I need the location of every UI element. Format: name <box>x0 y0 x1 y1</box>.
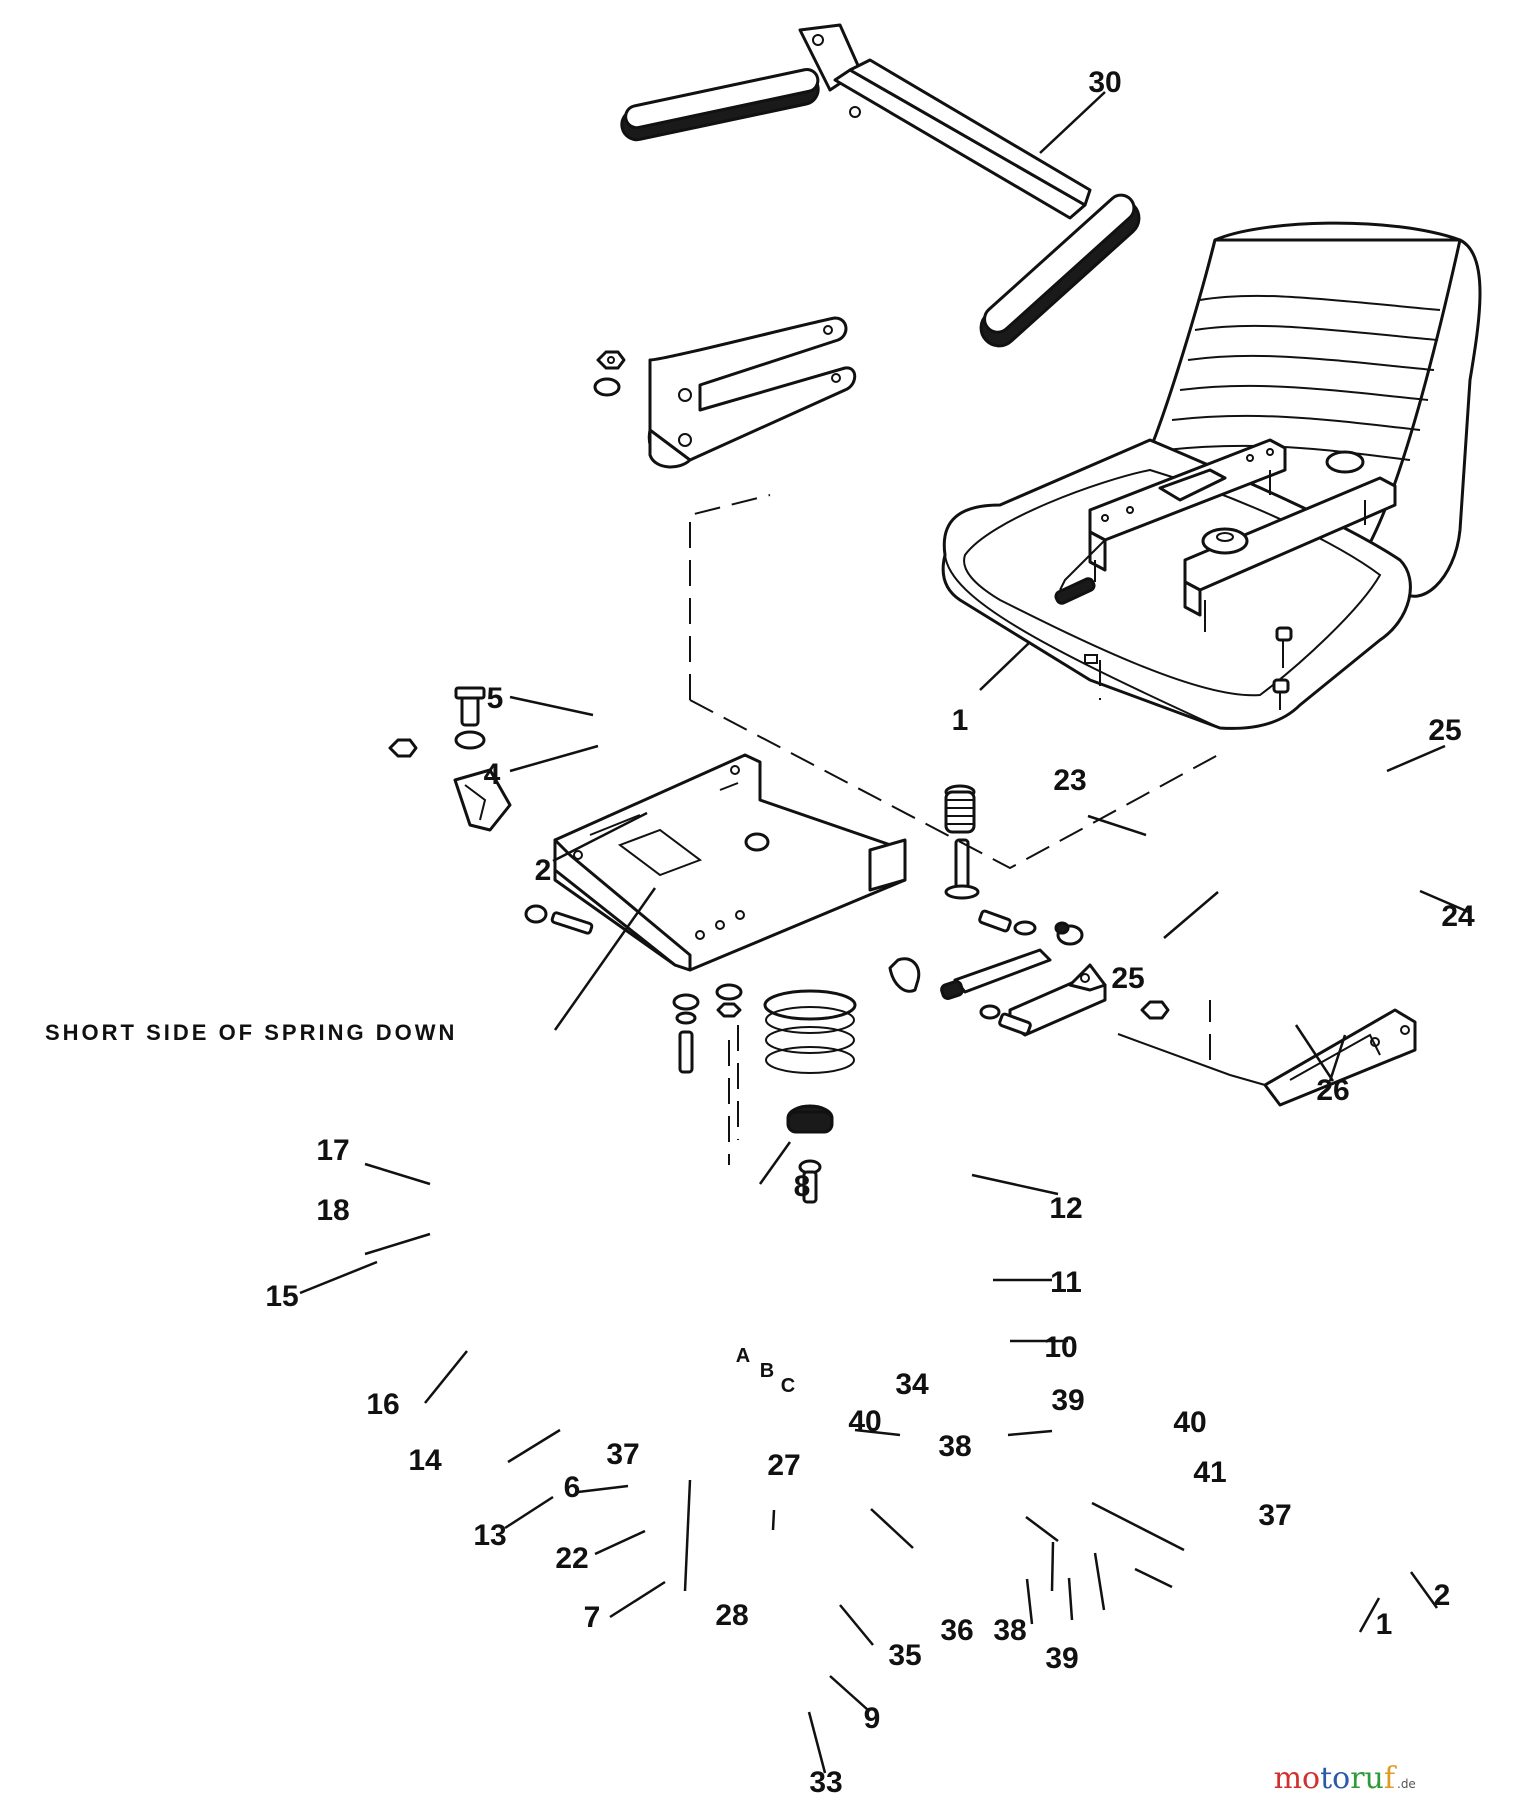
seat <box>941 221 1482 730</box>
callout-2: 2 <box>1434 1579 1451 1612</box>
callout-14: 14 <box>408 1444 442 1477</box>
callout-15: 15 <box>265 1280 298 1313</box>
callout-37: 37 <box>606 1438 639 1471</box>
seat-base-plate <box>553 753 907 972</box>
callout-39: 39 <box>1051 1384 1084 1417</box>
callout-41: 41 <box>1193 1456 1226 1489</box>
callout-17: 17 <box>316 1134 349 1167</box>
callout-28: 28 <box>715 1599 748 1632</box>
callout-23: 23 <box>1053 764 1086 797</box>
leader-lines <box>299 91 1472 1774</box>
seat-slide-rails <box>1054 438 1397 710</box>
assembly-note: SHORT SIDE OF SPRING DOWN <box>45 1020 457 1045</box>
callout-numbers: 30 1 5 4 2 23 25 24 25 26 17 18 15 8 12 … <box>265 66 1475 1799</box>
callout-22: 22 <box>555 1542 588 1575</box>
callout-16: 16 <box>366 1388 399 1421</box>
callout-6: 6 <box>564 1471 581 1504</box>
callout-24: 24 <box>1441 900 1475 933</box>
watermark-suffix: .de <box>1397 1777 1416 1791</box>
callout-9: 9 <box>864 1702 881 1735</box>
callout-38: 38 <box>938 1430 971 1463</box>
callout-34: 34 <box>895 1368 929 1401</box>
callout-8: 8 <box>794 1170 811 1203</box>
spring-assembly <box>763 784 980 1134</box>
callout-40: 40 <box>1173 1406 1206 1439</box>
corner-bracket <box>388 686 512 832</box>
letter-a: A <box>736 1345 750 1367</box>
svg-text:motoruf: motoruf <box>1274 1761 1397 1796</box>
callout-2: 2 <box>535 854 552 887</box>
callout-11: 11 <box>1050 1266 1082 1299</box>
callout-27: 27 <box>767 1449 800 1482</box>
callout-5: 5 <box>487 682 504 715</box>
callout-18: 18 <box>316 1194 349 1227</box>
callout-30: 30 <box>1088 66 1121 99</box>
callout-1: 1 <box>1376 1608 1393 1641</box>
callout-26: 26 <box>1316 1074 1349 1107</box>
callout-12: 12 <box>1049 1192 1082 1225</box>
callout-39: 39 <box>1045 1642 1078 1675</box>
callout-25: 25 <box>1111 962 1144 995</box>
callout-4: 4 <box>484 758 501 791</box>
callout-40: 40 <box>848 1405 881 1438</box>
callout-13: 13 <box>473 1519 506 1552</box>
inset-bracket <box>1117 1008 1417 1107</box>
callout-7: 7 <box>584 1601 601 1634</box>
adjustment-letters: A B C <box>736 1345 795 1397</box>
letter-b: B <box>760 1360 774 1382</box>
callout-36: 36 <box>940 1614 973 1647</box>
hinge-bracket <box>593 316 857 469</box>
callout-25: 25 <box>1428 714 1461 747</box>
armrest-assembly <box>620 23 1141 348</box>
callout-35: 35 <box>888 1639 921 1672</box>
callout-38: 38 <box>993 1614 1026 1647</box>
shock-absorber <box>888 909 1170 1037</box>
callout-10: 10 <box>1044 1331 1077 1364</box>
letter-c: C <box>781 1375 795 1397</box>
watermark-logo: motoruf .de <box>1274 1761 1416 1796</box>
callout-33: 33 <box>809 1766 842 1799</box>
callout-37: 37 <box>1258 1499 1291 1532</box>
alignment-lines <box>689 494 1219 1165</box>
hardware-small-parts <box>524 832 822 1204</box>
callout-1: 1 <box>952 704 969 737</box>
